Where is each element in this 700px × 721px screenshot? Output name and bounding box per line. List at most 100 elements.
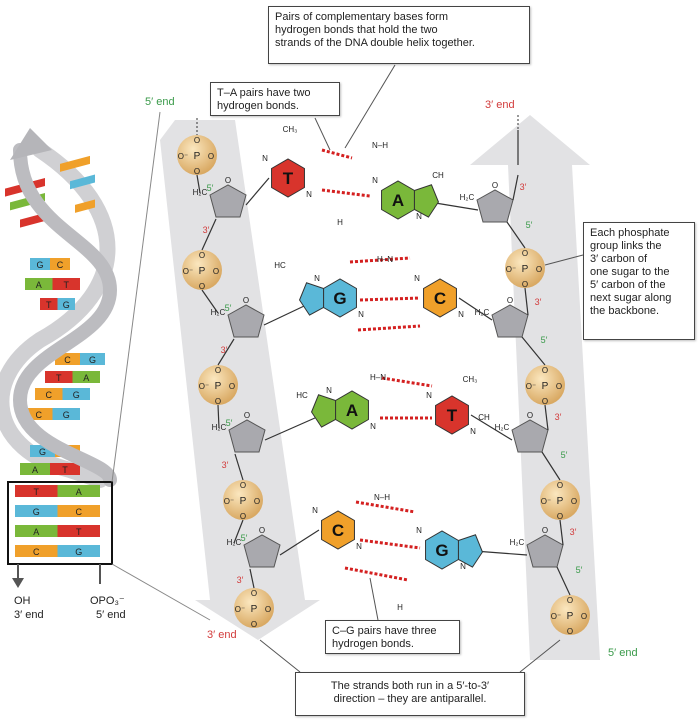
phosphate-o-label: O bbox=[536, 265, 542, 274]
base-n-label: N bbox=[326, 386, 332, 395]
base-letter: G bbox=[435, 541, 448, 560]
phosphate-line-5: 5′ carbon of the bbox=[590, 279, 666, 291]
hn-label-g: H–N bbox=[377, 255, 393, 264]
ch3-label-top: CH₃ bbox=[283, 125, 298, 134]
phosphate-p-label: P bbox=[542, 381, 549, 392]
helix-base-left bbox=[40, 298, 58, 310]
cg-line-1: C–G pairs have three bbox=[332, 625, 437, 637]
phosphate-p-label: P bbox=[557, 496, 564, 507]
h-label-g: H bbox=[397, 603, 403, 612]
phosphate-o-label: O bbox=[265, 605, 271, 614]
ch-label-a: CH bbox=[432, 171, 444, 180]
helix-base-left-label: C bbox=[33, 547, 40, 557]
helix-base-right-label: A bbox=[83, 373, 89, 383]
sugar-o-label: O bbox=[243, 296, 249, 305]
sugar-o-label: O bbox=[507, 296, 513, 305]
phosphate-pointer bbox=[544, 254, 584, 266]
phosphate-o-top-label: O bbox=[542, 366, 548, 375]
helix-base-left bbox=[20, 463, 50, 475]
sugar-3prime-label: 3′ bbox=[555, 412, 562, 422]
base-g-right: GNN bbox=[416, 526, 484, 571]
right-backbone-bond bbox=[524, 287, 529, 316]
sugar-ring bbox=[209, 184, 247, 218]
base-ring bbox=[321, 510, 355, 550]
phosphate-o-label: O bbox=[571, 497, 577, 506]
right-top-end-label: 3′ end bbox=[485, 99, 515, 111]
phosphate-o-label: O bbox=[556, 382, 562, 391]
right-backbone-bond bbox=[556, 566, 571, 596]
phosphate-o-bottom-label: O bbox=[215, 397, 221, 406]
hydrogen-bond bbox=[359, 538, 421, 550]
sugar-ring bbox=[476, 189, 514, 223]
left-backbone-bond bbox=[201, 289, 219, 314]
sugar-ring bbox=[228, 419, 266, 453]
sugar-ch2-label: H₂C bbox=[510, 538, 525, 547]
helix-base-left-label: G bbox=[39, 447, 46, 457]
helix-base-left bbox=[15, 505, 58, 517]
left-backbone-bond bbox=[234, 453, 244, 481]
right-backbone-bond bbox=[506, 221, 526, 249]
glycosidic-bond-right bbox=[458, 297, 493, 321]
helix-base-right bbox=[72, 371, 100, 383]
helix-oh-end-label: 3′ end bbox=[14, 609, 44, 621]
antiparallel-line-2: direction – they are antiparallel. bbox=[333, 693, 487, 705]
antiparallel-pointer-right bbox=[519, 639, 561, 673]
phosphate-sphere bbox=[223, 480, 263, 520]
hydrogen-bond bbox=[321, 148, 353, 160]
sugar-5prime-label: 5′ bbox=[225, 303, 232, 313]
base-ring-five bbox=[298, 282, 325, 316]
helix-stripe bbox=[75, 199, 95, 213]
base-ring bbox=[271, 158, 305, 198]
phosphate-o-top-label: O bbox=[240, 481, 246, 490]
sugar-5prime-label: 5′ bbox=[561, 450, 568, 460]
left-phosphate-group: PO⁻OOO bbox=[177, 135, 217, 176]
base-n2-label: N bbox=[460, 562, 466, 571]
base-n-label: N bbox=[414, 274, 420, 283]
sugar-3prime-label: 3′ bbox=[203, 225, 210, 235]
cg-line-2: hydrogen bonds. bbox=[332, 638, 414, 650]
base-n2-label: N bbox=[458, 310, 464, 319]
phosphate-o-label: O bbox=[254, 497, 260, 506]
phosphate-o-minus-label: O⁻ bbox=[506, 265, 516, 274]
helix-base-right-label: A bbox=[76, 487, 82, 497]
phosphate-o-minus-label: O⁻ bbox=[183, 267, 193, 276]
helix-front-strand bbox=[12, 143, 118, 487]
left-backbone-bond bbox=[196, 174, 201, 194]
complementary-line-2: hydrogen bonds that hold the two bbox=[275, 24, 438, 36]
phosphate-line-1: Each phosphate bbox=[590, 227, 670, 239]
base-n-label: N bbox=[426, 391, 432, 400]
phosphate-o-top-label: O bbox=[199, 251, 205, 260]
right-backbone-bond bbox=[512, 174, 519, 201]
sugar-ch2-label: H₂C bbox=[460, 193, 475, 202]
helix-base-right bbox=[62, 388, 90, 400]
sugar-o-label: O bbox=[527, 411, 533, 420]
base-letter: C bbox=[332, 521, 344, 540]
helix-base-right-label: T bbox=[64, 280, 70, 290]
helix-base-left-label: G bbox=[36, 260, 43, 270]
left-backbone-bond bbox=[201, 218, 217, 251]
base-letter: A bbox=[346, 401, 358, 420]
antiparallel-pointer-left bbox=[259, 639, 301, 673]
helix-base-right bbox=[52, 408, 80, 420]
helix-base-left bbox=[25, 278, 53, 290]
ta-callout: T–A pairs have two hydrogen bonds. bbox=[210, 82, 340, 116]
helix-base-right-label: G bbox=[75, 547, 82, 557]
base-t-right: TNN bbox=[426, 391, 476, 436]
ta-line-1: T–A pairs have two bbox=[217, 87, 311, 99]
helix-base-left-label: C bbox=[36, 410, 43, 420]
sugar-5prime-label: 5′ bbox=[241, 533, 248, 543]
base-ring bbox=[423, 278, 457, 318]
glycosidic-bond-left bbox=[245, 177, 270, 206]
base-letter: G bbox=[333, 289, 346, 308]
cg-callout: C–G pairs have three hydrogen bonds. bbox=[325, 620, 460, 654]
helix-base-right-label: G bbox=[63, 410, 70, 420]
phosphate-o-minus-label: O⁻ bbox=[526, 382, 536, 391]
phosphate-o-top-label: O bbox=[522, 249, 528, 258]
